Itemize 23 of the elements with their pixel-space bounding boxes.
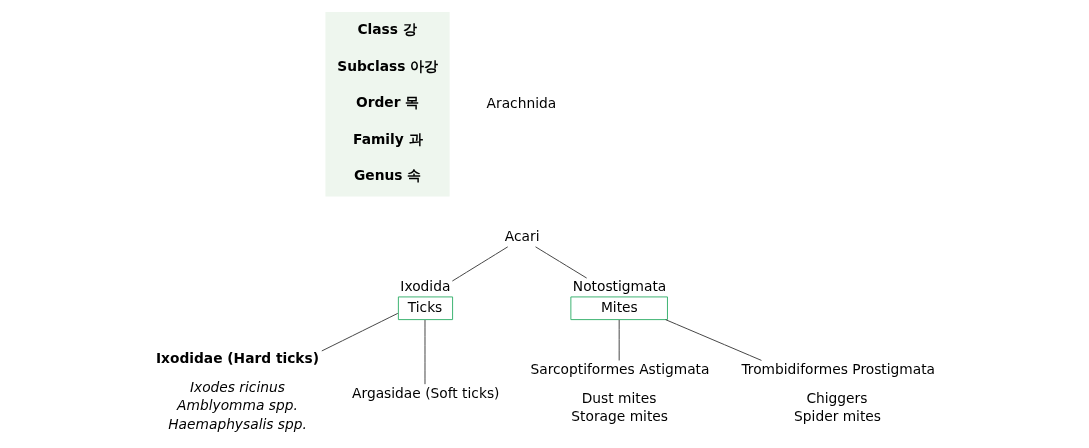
connector (451, 246, 509, 282)
label: Arachnida (486, 94, 557, 111)
connector (424, 319, 426, 385)
node-box: Mites (570, 296, 668, 321)
node-text: Trombidiformes Prostigmata (741, 361, 936, 378)
node-label: Storage mites (571, 408, 668, 425)
node-label: Dust mites (581, 389, 657, 406)
connector (535, 246, 588, 279)
node-text: Sarcoptiformes Astigmata (530, 361, 710, 378)
connector (321, 312, 399, 352)
node-label: Chiggers (806, 389, 868, 406)
node-text: Ixodidae (Hard ticks) (155, 350, 320, 367)
node-label: Notostigmata (572, 278, 667, 295)
node-text: Argasidae (Soft ticks) (352, 384, 500, 401)
connector (618, 319, 620, 361)
node-label: Amblyomma spp. (177, 397, 298, 414)
node-box: Ticks (397, 296, 454, 321)
node-label: Haemaphysalis spp. (168, 416, 307, 433)
node-label: Ixodida (400, 278, 451, 295)
connector (665, 319, 762, 361)
node-text: Acari (504, 228, 540, 245)
node-label: Spider mites (794, 408, 882, 425)
node-label: Ixodes ricinus (189, 378, 285, 395)
